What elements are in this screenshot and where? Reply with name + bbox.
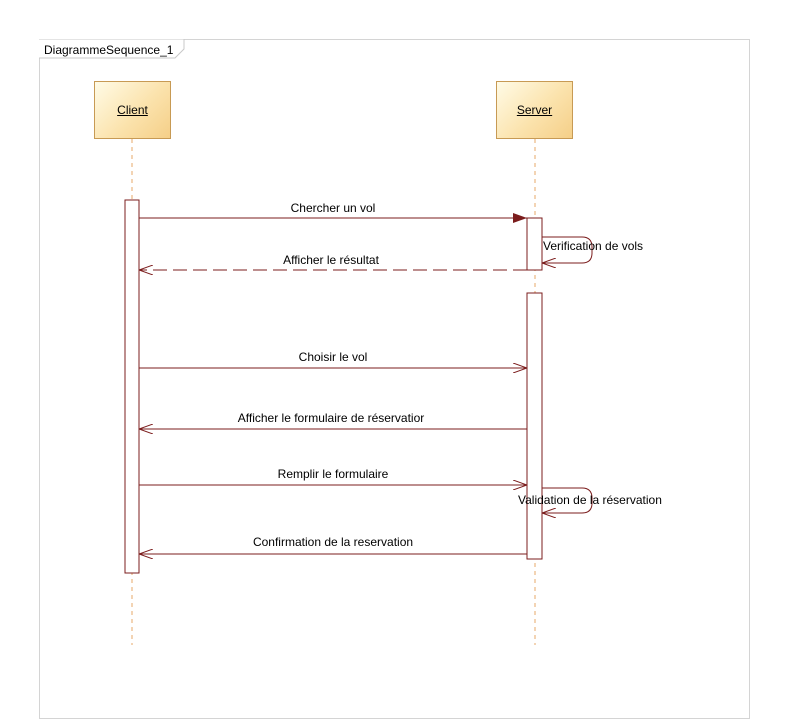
- message-label: Confirmation de la reservation: [252, 535, 414, 549]
- frame-title: DiagrammeSequence_1: [44, 43, 174, 57]
- server-activation-1: [526, 217, 543, 271]
- lifeline-client-label: Client: [117, 103, 148, 117]
- message-label: Choisir le vol: [298, 350, 368, 364]
- self-message-validation: [542, 487, 593, 513]
- message-label: Afficher le formulaire de réservatior: [237, 411, 425, 425]
- message-label: Remplir le formulaire: [277, 467, 389, 481]
- frame-tab: [39, 39, 185, 59]
- lifeline-server-head[interactable]: Server: [496, 81, 573, 139]
- lifeline-client-head[interactable]: Client: [94, 81, 171, 139]
- self-message-label: Validation de la réservation: [518, 493, 662, 507]
- server-activation-2: [526, 292, 543, 560]
- self-message-label: Verification de vols: [543, 239, 644, 253]
- lifeline-server-label: Server: [516, 103, 553, 117]
- self-message-verification: [542, 236, 593, 263]
- message-label: Chercher un vol: [290, 201, 376, 215]
- client-activation: [124, 199, 140, 574]
- message-label: Afficher le résultat: [283, 253, 379, 267]
